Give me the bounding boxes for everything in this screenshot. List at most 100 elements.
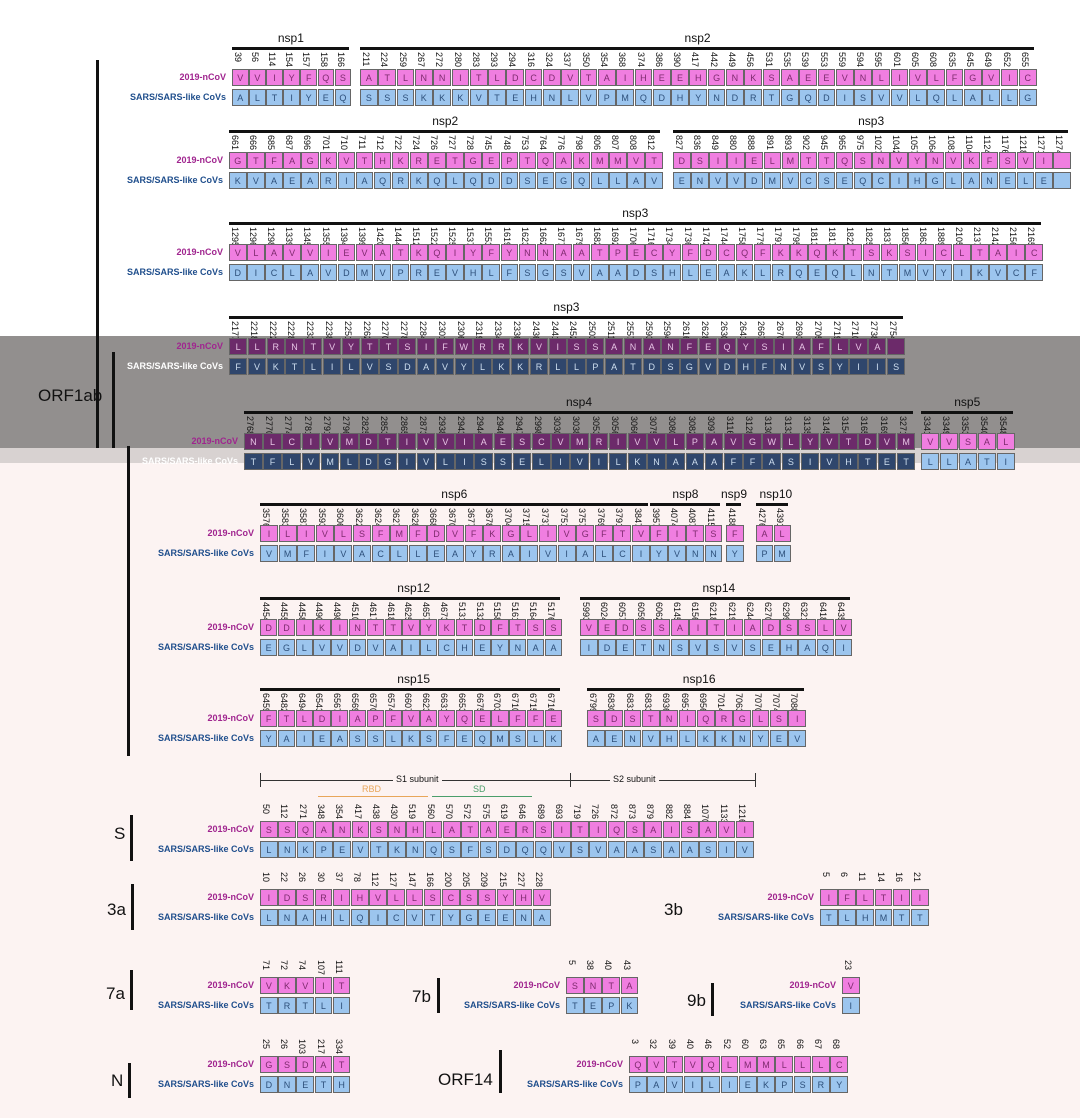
protein-bar [587,688,804,691]
ncov-residue: N [333,821,351,838]
residue-position: 689 [535,804,546,820]
ncov-residue: E [337,244,356,261]
ncov-residue: L [816,619,835,636]
sars-residue: D [598,639,616,656]
residue-position: 74 [297,960,308,971]
residue-position: 652 [1001,52,1012,68]
sars-residue: P [391,264,410,281]
ncov-residue: F [408,525,427,542]
ncov-residue: D [673,152,691,169]
sars-residue: H [736,358,755,375]
ncov-residue: I [548,338,567,355]
ncov-residue: E [473,710,491,727]
ncov-residue: A [572,244,591,261]
protein-label: nsp2 [432,114,459,128]
sars-residue: L [446,172,464,189]
sars-residue: E [762,639,780,656]
ncov-residue: S [423,889,442,906]
ncov-residue: F [384,710,402,727]
sars-residue: S [781,453,801,470]
sars-residue: L [609,172,627,189]
label-ncov: 2019-nCoV [207,713,254,723]
residue-position: 200 [443,872,453,888]
residue-position: 891 [764,135,775,151]
ncov-residue: I [678,710,697,727]
ncov-residue: L [793,1056,812,1073]
sars-residue: V [589,841,608,858]
protein-label: nsp3 [858,114,885,128]
ncov-residue: I [295,619,313,636]
sars-residue: T [977,453,997,470]
ncov-residue: I [332,889,351,906]
ncov-residue: I [301,433,321,450]
residue-position: 40 [603,960,614,971]
3a-label: 3a [107,900,126,919]
residue-position: 438 [370,804,381,820]
sars-residue: V [735,841,754,858]
sars-residue: D [497,841,516,858]
ncov-residue: T [665,1056,684,1073]
sars-residue: L [473,358,492,375]
protein-label: nsp1 [277,31,304,45]
ncov-residue: I [260,889,278,906]
ncov-residue: R [516,821,534,838]
sars-residue: T [634,639,653,656]
sars-residue: L [944,172,963,189]
sars-residue: L [939,453,959,470]
ncov-residue: Y [800,433,820,450]
protein-label: nsp14 [702,581,736,595]
residue-position: 442 [708,52,719,68]
s1-start-tick [260,773,261,787]
ncov-residue: V [315,525,334,542]
sars-residue: H [314,909,333,926]
sars-residue: V [319,264,338,281]
ncov-residue: T [509,619,527,636]
ncov-residue: S [755,338,774,355]
sars-residue: L [482,264,500,281]
ncov-residue: L [229,338,248,355]
sars-residue: K [410,172,428,189]
residue-position: 294 [507,52,518,68]
ncov-residue: F [680,338,699,355]
sars-residue: S [518,172,537,189]
sars-residue: R [812,1076,830,1093]
sars-residue: C [613,545,632,562]
orf1ab-bracket-inner [112,352,115,448]
protein-bar [650,503,720,506]
ncov-residue: V [301,244,319,261]
sars-residue: S [645,264,663,281]
sars-residue: E [333,841,351,858]
sars-residue: M [763,172,782,189]
sars-residue: A [576,545,595,562]
sars-residue: C [872,172,890,189]
ncov-residue: T [518,152,537,169]
sars-residue: Y [726,545,744,562]
sars-residue: T [296,997,315,1014]
residue-position: 661 [230,135,240,151]
sars-residue: T [369,841,388,858]
ncov-residue: T [686,525,705,542]
ncov-residue: V [877,433,897,450]
sars-residue: L [909,89,927,106]
ncov-residue: L [872,69,891,86]
ncov-residue: T [384,619,402,636]
ncov-residue: Y [464,244,482,261]
residue-position: 880 [728,135,739,151]
sars-residue: S [378,89,397,106]
ncov-residue: A [620,977,639,994]
sars-residue: E [536,172,555,189]
ncov-residue: S [862,244,881,261]
residue-position: 21 [912,872,922,883]
sars-residue: H [780,639,798,656]
sars-residue: Q [854,172,872,189]
residue-position: 575 [480,804,491,820]
ncov-residue: I [709,152,727,169]
ncov-residue: C [645,244,663,261]
sars-residue: I [295,730,313,747]
ncov-residue: I [662,821,681,838]
sars-residue: G [926,172,944,189]
ncov-residue: D [278,889,296,906]
ncov-residue: D [543,69,561,86]
label-ncov: 2019-nCoV [207,528,254,538]
ncov-residue: A [443,821,461,838]
